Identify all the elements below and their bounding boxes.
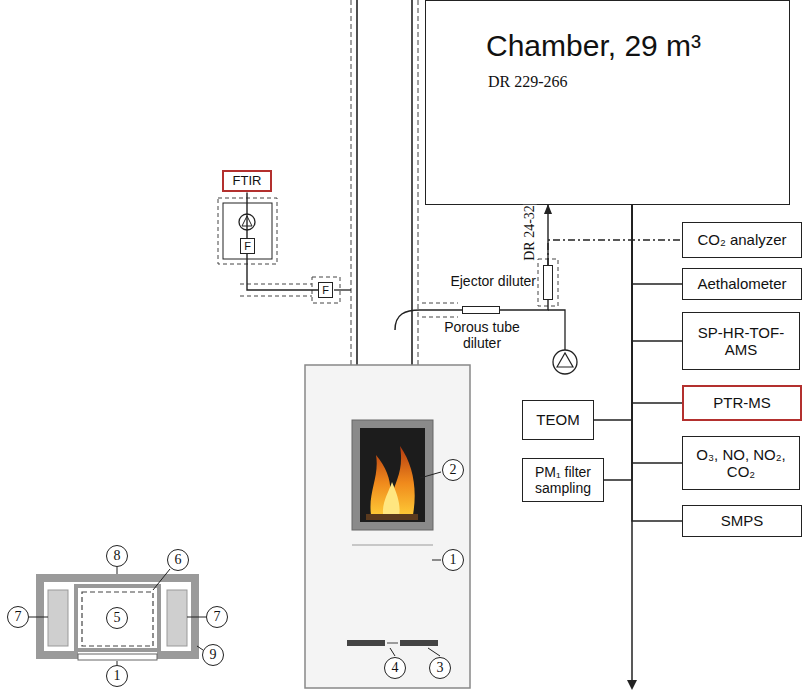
box-content: 7 xyxy=(214,609,221,625)
callout-number: 5 xyxy=(114,610,121,626)
callout-number: 4 xyxy=(392,660,399,676)
box-label: PTR-MS xyxy=(713,394,771,411)
callout-number: 2 xyxy=(450,462,457,478)
callout-circle: 7 xyxy=(7,606,29,628)
connector xyxy=(548,240,682,265)
box-content: 3 xyxy=(437,660,444,676)
box-label: PM₁ filter sampling xyxy=(527,464,599,496)
callout-circle: 8 xyxy=(106,545,128,567)
connector xyxy=(246,193,247,239)
stove xyxy=(305,365,470,688)
box-content: SMPS xyxy=(717,512,768,529)
diluter-box: Porous tube diluter xyxy=(462,306,500,314)
sampling-line xyxy=(395,259,577,374)
chamber-box: Chamber, 29 m³ DR 229-266 xyxy=(425,0,790,205)
box-content: FTIR xyxy=(229,174,266,189)
callout-number: 9 xyxy=(210,647,217,663)
box-content: F xyxy=(244,240,251,253)
ftir-sampling xyxy=(218,198,351,303)
box-content: F xyxy=(322,284,329,297)
leader-lines xyxy=(390,472,441,656)
instrument-box: PTR-MS xyxy=(682,385,802,421)
callout-number: 3 xyxy=(437,660,444,676)
box-content: 5 xyxy=(114,610,121,626)
box-label: SMPS xyxy=(721,512,764,529)
connector xyxy=(632,205,682,341)
diluter-box: Ejector diluter xyxy=(543,265,553,300)
box-label: Porous tube diluter xyxy=(437,319,527,351)
instrument-box: SMPS xyxy=(682,505,802,537)
instrument-box: PM₁ filter sampling xyxy=(522,458,604,502)
box-label: TEOM xyxy=(536,411,579,428)
box-content: PTR-MS xyxy=(709,394,775,411)
callout-number: 8 xyxy=(114,548,121,564)
box-label: O₃, NO, NO₂, CO₂ xyxy=(687,446,795,481)
instrument-box: FTIR xyxy=(222,170,272,193)
connector xyxy=(604,205,632,480)
callout-circle: 7 xyxy=(206,606,228,628)
box-content: 1 xyxy=(114,668,121,684)
callout-circle: 4 xyxy=(384,657,406,679)
callout-circle: 1 xyxy=(106,665,128,687)
leader-lines xyxy=(29,567,206,665)
box-content: 1 xyxy=(450,552,457,568)
box-content: 6 xyxy=(175,552,182,568)
box-label: F xyxy=(244,240,251,253)
box-content: 8 xyxy=(114,548,121,564)
instrument-box: CO₂ analyzer xyxy=(682,222,802,258)
connector xyxy=(547,205,548,265)
instrument-box: TEOM xyxy=(522,400,594,440)
callout-number: 6 xyxy=(175,552,182,568)
callout-number: 7 xyxy=(15,609,22,625)
box-label: Chamber, 29 m³ xyxy=(486,29,701,64)
box-label: FTIR xyxy=(233,174,262,189)
box-label: SP-HR-TOF-AMS xyxy=(687,324,795,359)
callout-circle: 6 xyxy=(167,549,189,571)
dilution-ratio-label: DR 24-32 xyxy=(523,205,537,261)
box-content: 4 xyxy=(392,660,399,676)
connector xyxy=(632,205,682,284)
callout-number: 1 xyxy=(450,552,457,568)
filter-box: F xyxy=(240,238,255,254)
chimney xyxy=(351,0,418,365)
connector xyxy=(594,205,632,420)
box-content: PM₁ filter sampling xyxy=(523,464,603,496)
box-content: 9 xyxy=(210,647,217,663)
box-label: Ejector diluter xyxy=(434,273,536,289)
callout-circle: 9 xyxy=(202,644,224,666)
box-label: DR 229-266 xyxy=(488,73,568,91)
connector xyxy=(632,205,682,521)
callout-number: 1 xyxy=(114,668,121,684)
filter-box: F xyxy=(318,282,333,298)
callout-circle: 3 xyxy=(429,657,451,679)
callout-circle: 2 xyxy=(442,459,464,481)
connector xyxy=(632,205,682,403)
box-content: Aethalometer xyxy=(693,275,790,292)
callout-number: 7 xyxy=(214,609,221,625)
callout-circle: 1 xyxy=(442,549,464,571)
box-label: CO₂ analyzer xyxy=(697,231,786,248)
instrument-box: Aethalometer xyxy=(682,268,802,300)
plan-view xyxy=(40,578,195,660)
box-content: TEOM xyxy=(532,411,583,428)
box-content: O₃, NO, NO₂, CO₂ xyxy=(683,446,799,481)
connector xyxy=(632,205,682,463)
connector xyxy=(500,300,548,310)
box-content: 7 xyxy=(15,609,22,625)
box-label: Aethalometer xyxy=(697,275,786,292)
box-label: F xyxy=(322,284,329,297)
box-content: CO₂ analyzer xyxy=(693,231,790,248)
instrument-box: O₃, NO, NO₂, CO₂ xyxy=(682,436,800,490)
callout-circle: 5 xyxy=(106,607,128,629)
box-content: SP-HR-TOF-AMS xyxy=(683,324,799,359)
instrument-box: SP-HR-TOF-AMS xyxy=(682,312,800,370)
box-content: 2 xyxy=(450,462,457,478)
connector xyxy=(247,254,318,290)
